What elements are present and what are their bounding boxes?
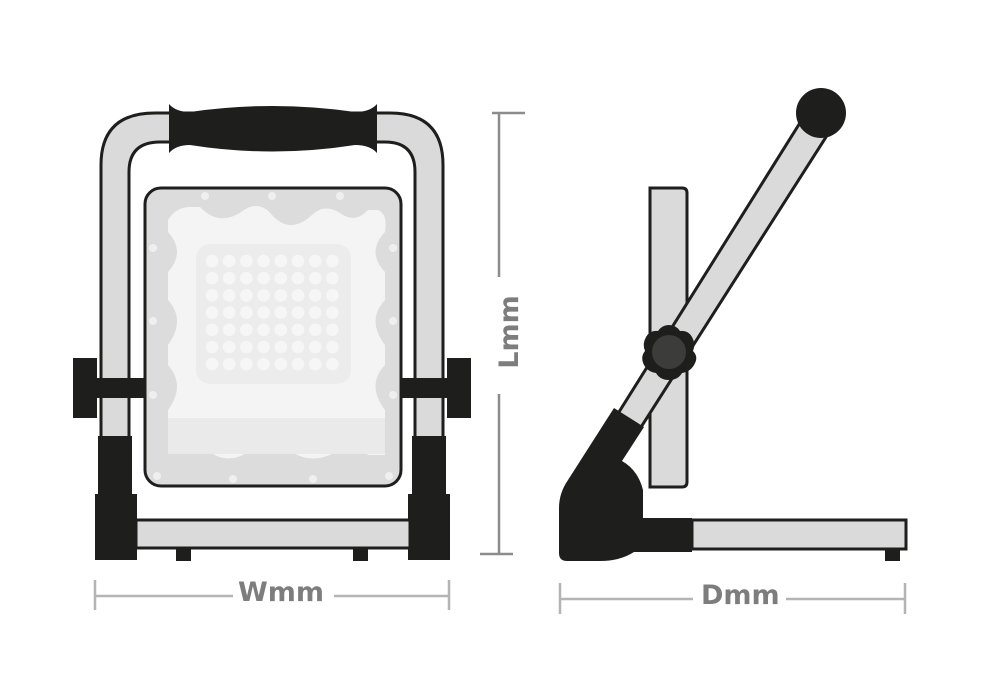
led-dot	[222, 357, 236, 371]
led-dot	[257, 357, 270, 371]
leg-foot-right	[408, 494, 450, 560]
led-dot	[257, 306, 270, 319]
led-grid	[205, 254, 339, 371]
led-dot	[291, 323, 305, 337]
led-dot	[222, 271, 236, 285]
knob-right	[447, 358, 471, 418]
led-dot	[291, 357, 305, 371]
frame-tube	[99, 111, 445, 442]
led-dot	[205, 254, 219, 268]
led-dot	[274, 357, 288, 371]
led-dot	[222, 306, 236, 319]
length-dimension-label: Lmm	[494, 295, 525, 369]
panel-screws	[149, 192, 397, 483]
front-view	[73, 104, 471, 561]
base-foot-left	[176, 549, 191, 561]
knob-left	[73, 358, 97, 418]
led-dot	[205, 323, 219, 337]
led-dot	[274, 271, 288, 285]
led-dot	[326, 340, 339, 354]
side-arm-tube	[611, 115, 828, 438]
led-dot	[205, 289, 219, 302]
led-dot	[222, 340, 236, 354]
led-dot	[205, 306, 219, 319]
led-dot	[308, 340, 322, 354]
led-dot	[240, 271, 253, 285]
side-hinge-sleeve	[559, 408, 692, 561]
led-dot	[240, 306, 253, 319]
led-dot	[291, 254, 305, 268]
axle-right	[396, 378, 448, 398]
dimension-depth	[558, 583, 907, 614]
led-dot	[240, 254, 253, 268]
led-dot	[257, 289, 270, 302]
led-dot	[205, 357, 219, 371]
led-dot	[240, 323, 253, 337]
led-dot	[326, 357, 339, 371]
depth-dimension-label: Dmm	[701, 580, 780, 611]
led-dot	[308, 289, 322, 302]
led-dot	[274, 289, 288, 302]
led-dot	[326, 271, 339, 285]
side-ball-cap	[796, 88, 846, 138]
led-dot	[291, 289, 305, 302]
led-dot	[291, 340, 305, 354]
led-dot	[222, 254, 236, 268]
led-dot	[326, 306, 339, 319]
led-dot	[274, 306, 288, 319]
leg-sleeve-right	[412, 436, 446, 498]
led-dot	[326, 323, 339, 337]
led-dot	[291, 271, 305, 285]
led-dot	[274, 254, 288, 268]
led-dot	[274, 340, 288, 354]
led-dot	[326, 254, 339, 268]
led-dot	[240, 289, 253, 302]
base-foot-right	[353, 549, 368, 561]
dimension-width	[93, 580, 451, 610]
led-dot	[291, 306, 305, 319]
led-dot	[274, 323, 288, 337]
led-dot	[222, 323, 236, 337]
dimension-length	[480, 111, 525, 556]
base-tube	[134, 518, 412, 550]
led-dot	[308, 323, 322, 337]
leg-sleeve-left	[98, 436, 132, 498]
side-view	[559, 88, 908, 561]
led-dot	[240, 357, 253, 371]
led-dot	[257, 254, 270, 268]
side-knob-center	[652, 335, 686, 369]
led-dot	[308, 306, 322, 319]
led-dot	[257, 323, 270, 337]
side-base-tube	[690, 518, 908, 551]
led-dot	[308, 254, 322, 268]
axle-left	[96, 378, 148, 398]
led-dot	[308, 271, 322, 285]
led-dot	[205, 340, 219, 354]
side-base-foot	[885, 549, 900, 561]
width-dimension-label: Wmm	[238, 577, 325, 608]
led-dot	[326, 289, 339, 302]
led-dot	[257, 340, 270, 354]
led-dot	[308, 357, 322, 371]
led-dot	[205, 271, 219, 285]
lens-lower	[168, 418, 385, 454]
led-dot	[240, 340, 253, 354]
handle-grip	[169, 104, 377, 153]
led-dot	[257, 271, 270, 285]
led-dot	[222, 289, 236, 302]
leg-foot-left	[95, 494, 137, 560]
